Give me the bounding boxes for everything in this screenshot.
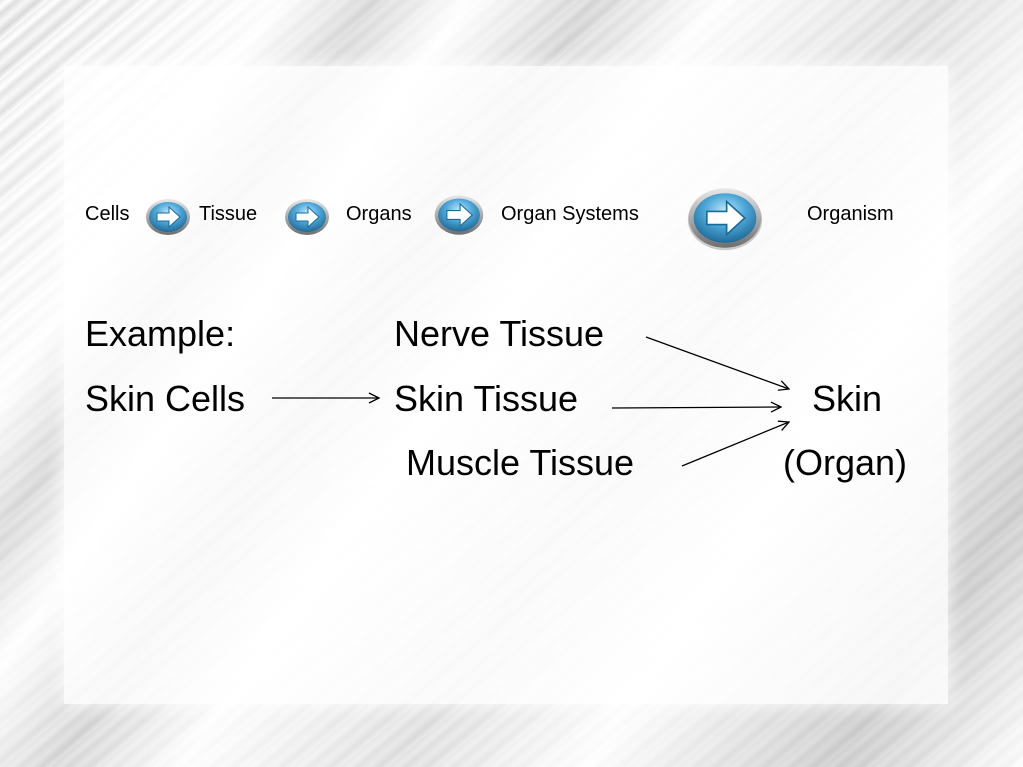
right-arrow-circle-icon [687, 188, 763, 251]
connector-skin-tissue-to-skin [611, 407, 781, 408]
example-muscle-tissue: Muscle Tissue [406, 442, 635, 483]
example-heading: Example: [85, 313, 236, 354]
flow-step-tissue: Tissue [199, 203, 258, 225]
connector-muscle-to-skin [681, 422, 789, 467]
flow-step-organ-systems: Organ Systems [501, 203, 639, 225]
connector-nerve-to-skin [645, 336, 789, 389]
flow-step-cells: Cells [85, 203, 130, 225]
example-result-note: (Organ) [783, 442, 908, 483]
example-skin-tissue: Skin Tissue [394, 378, 579, 419]
flow-step-organs: Organs [346, 203, 412, 225]
example-start-skin-cells: Skin Cells [85, 378, 246, 419]
right-arrow-circle-icon [285, 199, 329, 235]
right-arrow-circle-icon [146, 199, 190, 235]
content-panel [64, 66, 948, 704]
right-arrow-circle-icon [434, 195, 484, 235]
example-nerve-tissue: Nerve Tissue [394, 313, 605, 354]
example-result-skin: Skin [812, 378, 883, 419]
flow-step-organism: Organism [807, 203, 894, 225]
hierarchy-flow: Cells Tissue Organs Organ Systems Organi… [0, 0, 1023, 260]
